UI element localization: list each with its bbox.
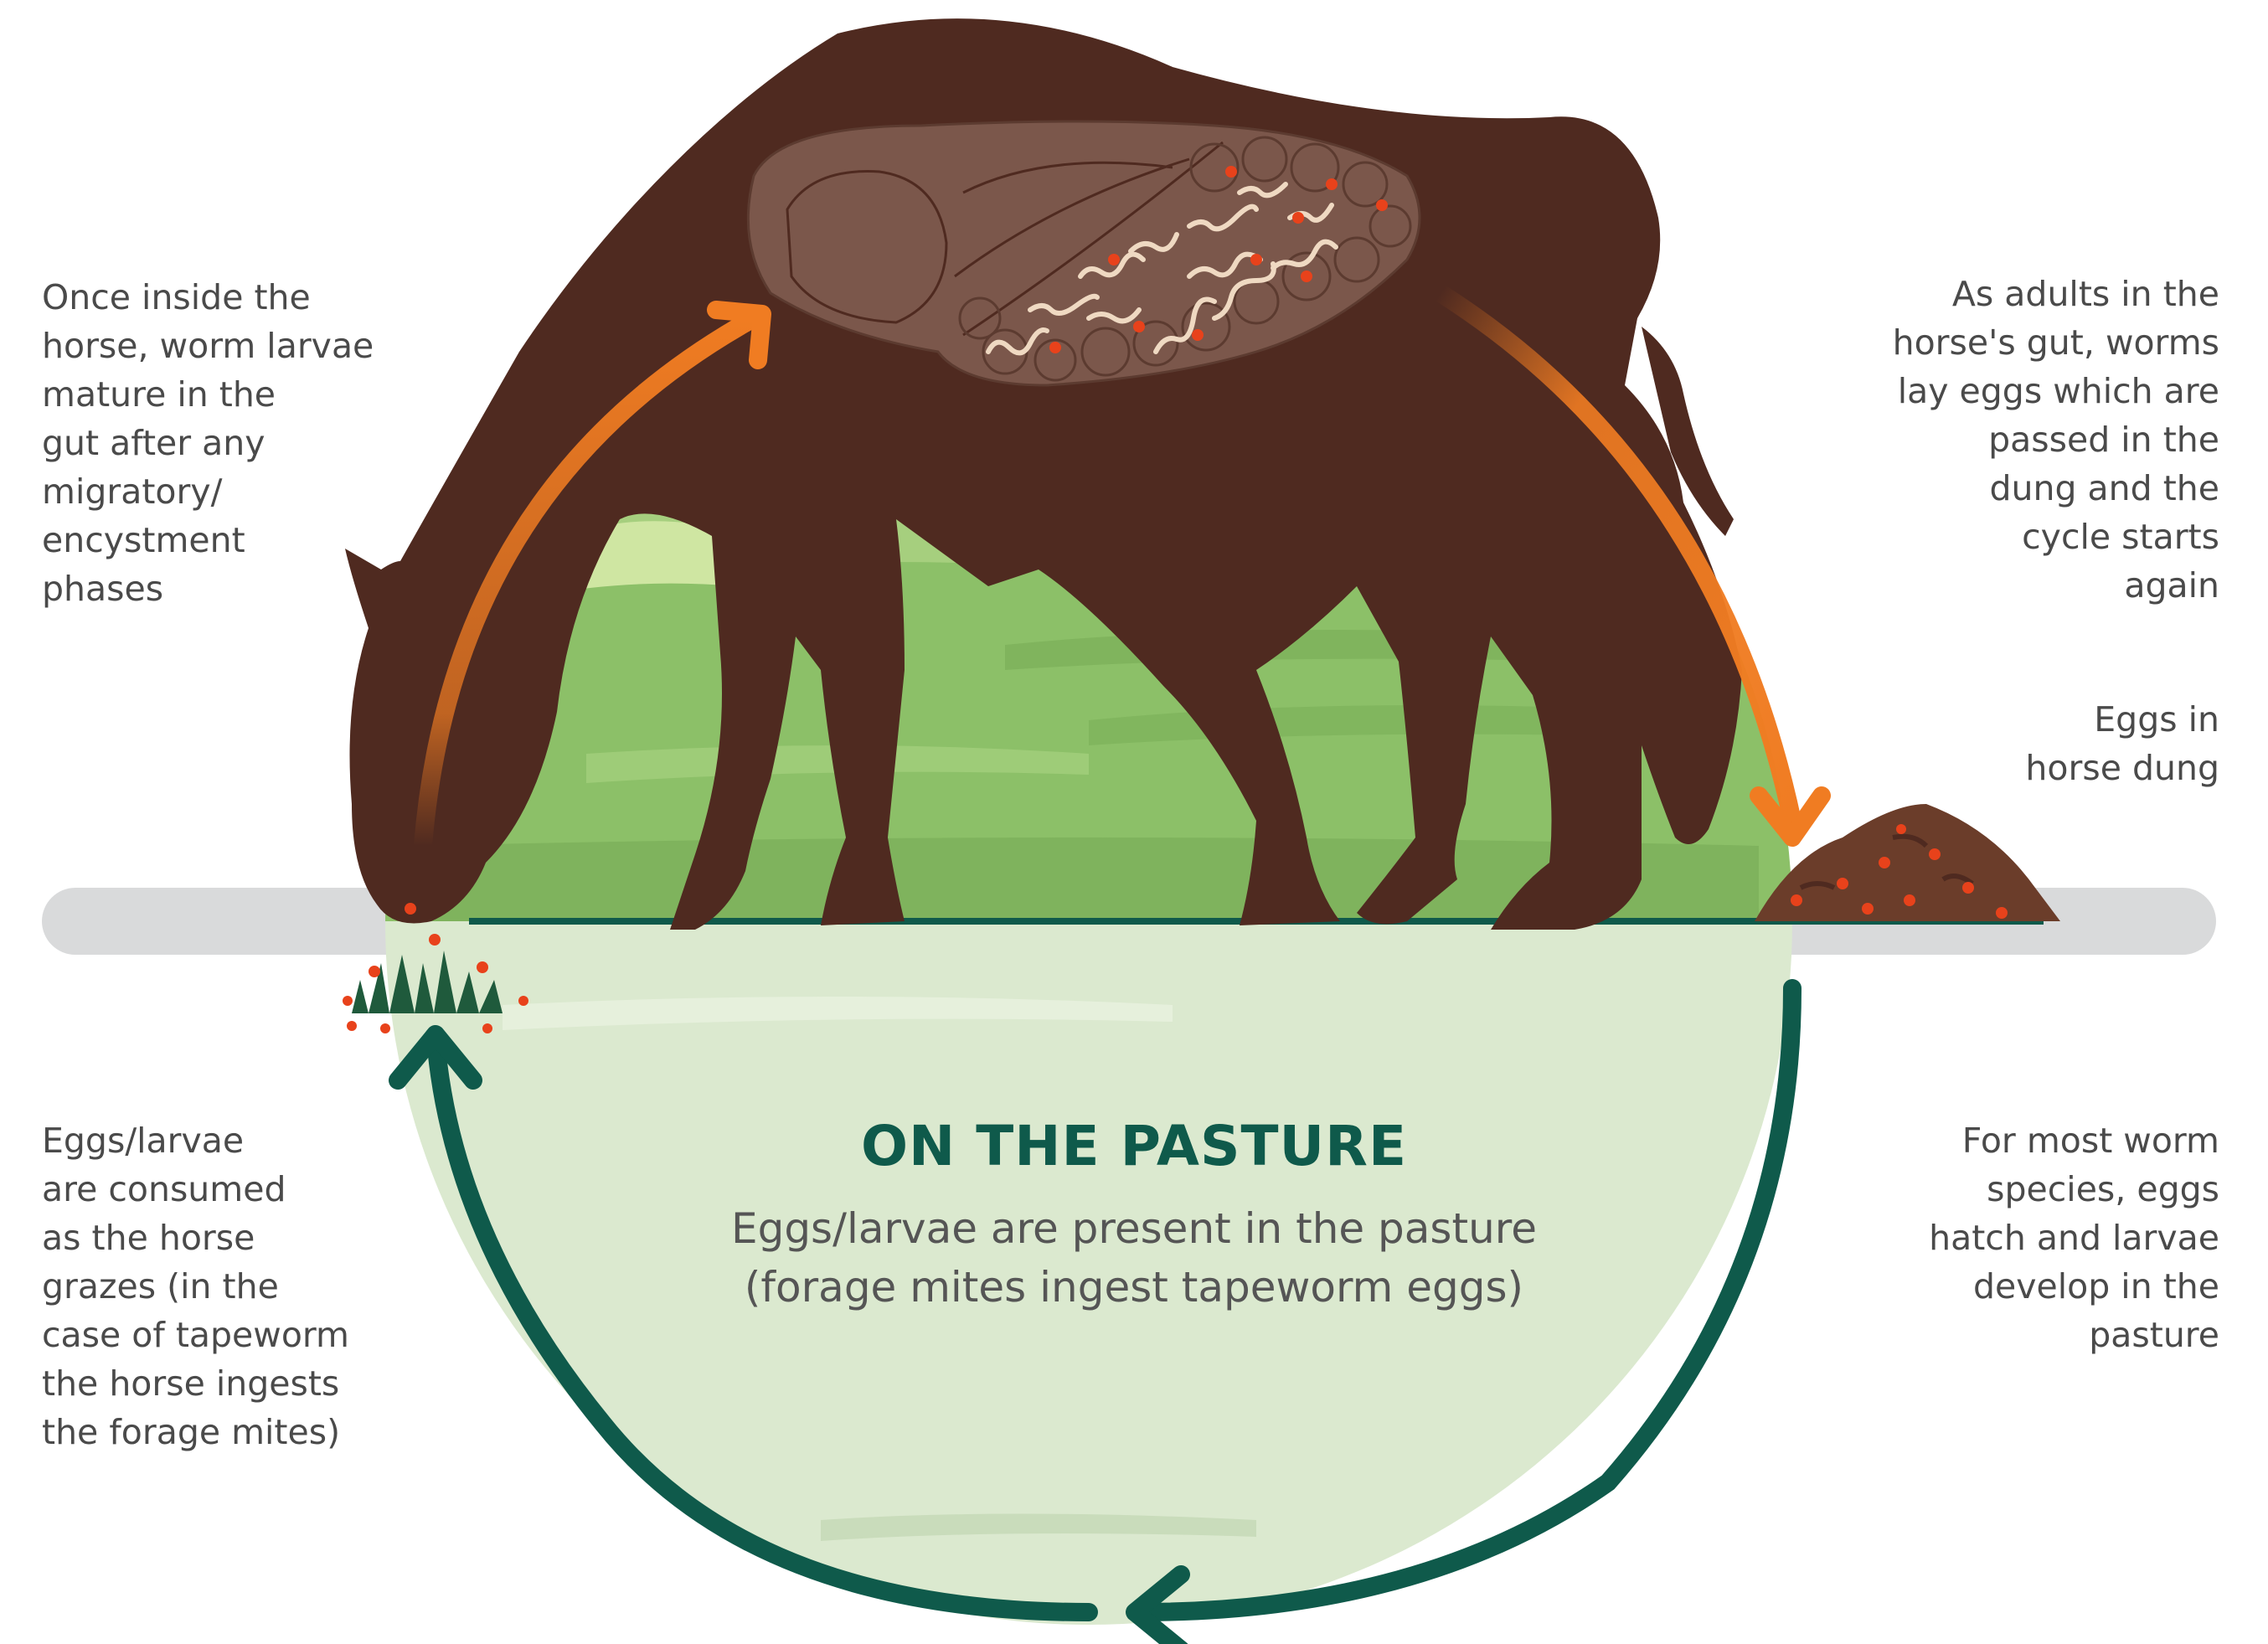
note-adults-gut: As adults in the horse's gut, worms lay …	[1893, 270, 2219, 610]
note-inside-horse: Once inside the horse, worm larvae matur…	[42, 273, 374, 613]
note-eggs-dung: Eggs in horse dung	[2025, 695, 2219, 792]
pasture-title: ON THE PASTURE	[0, 1114, 2268, 1178]
pasture-description: Eggs/larvae are present in the pasture (…	[0, 1199, 2268, 1317]
